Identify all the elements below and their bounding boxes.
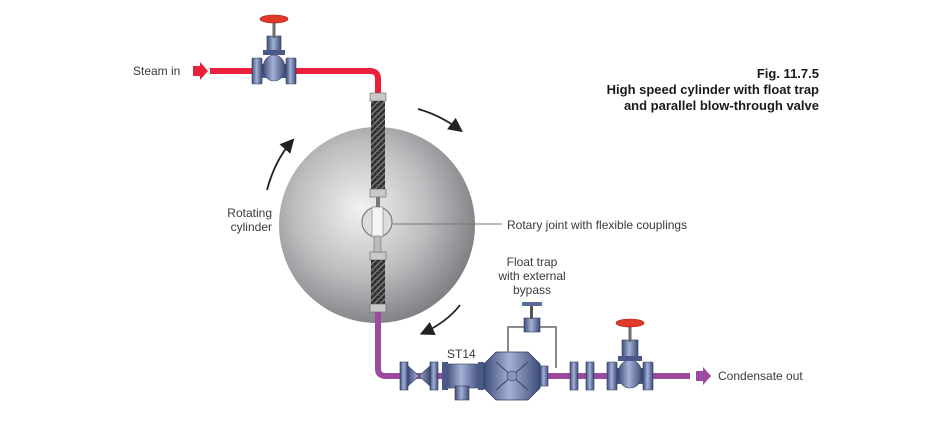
inlet-flanges	[399, 361, 439, 391]
bypass-line	[507, 302, 557, 368]
float-trap-label: Float trap with external bypass	[492, 255, 572, 297]
rotation-arrow-left	[266, 138, 295, 191]
steam-in-label: Steam in	[133, 64, 181, 78]
flexible-hose-upper	[369, 92, 387, 198]
rotating-label-line1: Rotating	[227, 206, 272, 220]
condensate-out-label: Condensate out	[718, 369, 803, 383]
float-trap-label-line2: with external	[498, 269, 566, 283]
figure-title-line2: and parallel blow-through valve	[623, 98, 819, 113]
float-trap-label-line3: bypass	[512, 283, 552, 297]
outlet-flanges	[539, 361, 595, 391]
figure-caption: Fig. 11.7.5 High speed cylinder with flo…	[607, 66, 819, 114]
rotary-joint-label: Rotary joint with flexible couplings	[507, 218, 688, 232]
inlet-valve	[251, 14, 297, 85]
condensate-out-arrow-icon	[696, 367, 711, 385]
float-trap-label-line1: Float trap	[506, 255, 558, 269]
float-trap	[483, 351, 541, 401]
outlet-handwheel-icon	[615, 318, 645, 328]
figure-title-line1: High speed cylinder with float trap	[606, 82, 819, 97]
steam-in-arrow-icon	[193, 62, 208, 80]
figure-number: Fig. 11.7.5	[756, 66, 819, 81]
inlet-handwheel-icon	[259, 14, 289, 24]
strainer-label: ST14	[447, 347, 476, 361]
rotating-label-line2: cylinder	[230, 220, 272, 234]
rotating-cylinder-label: Rotating cylinder	[212, 206, 272, 234]
rotation-arrow-bottom	[419, 304, 461, 336]
outlet-valve	[606, 318, 654, 391]
rotary-joint	[361, 206, 393, 253]
rotation-arrow-top	[417, 108, 463, 133]
condensate-pipe	[375, 312, 690, 379]
flexible-hose-lower	[369, 251, 387, 313]
strainer-st14	[442, 362, 484, 401]
steam-pipe	[210, 68, 381, 95]
